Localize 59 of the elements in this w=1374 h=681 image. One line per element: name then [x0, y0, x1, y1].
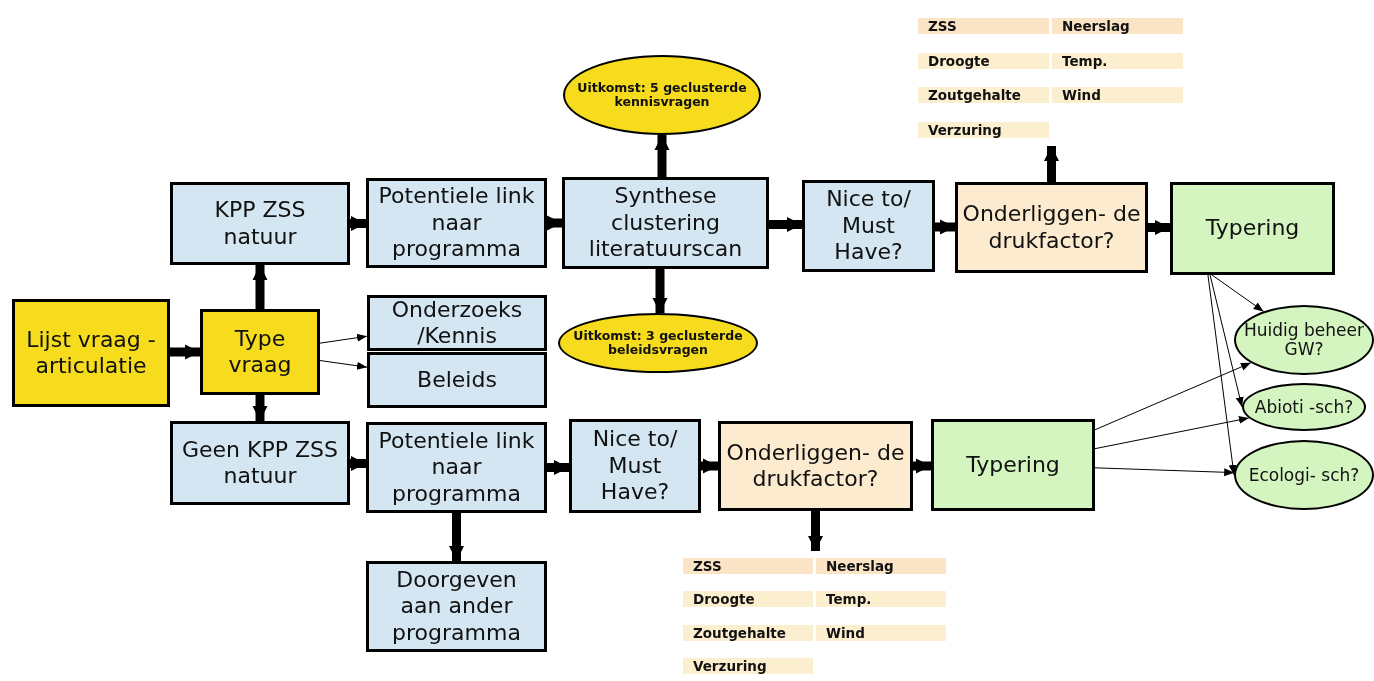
outcome-ellipse: Ecologi- sch? — [1234, 440, 1374, 510]
arrow — [350, 215, 366, 232]
table-cell: Verzuring — [683, 657, 813, 674]
arrow — [546, 215, 562, 231]
table-cell: Verzuring — [918, 122, 1049, 139]
arrow — [913, 458, 931, 474]
process-box: Onderliggen- de drukfactor? — [955, 182, 1148, 273]
arrow — [1211, 274, 1265, 312]
process-box: Potentiele link naar programma — [366, 422, 547, 513]
arrow — [701, 458, 718, 474]
table-cell: Neerslag — [1052, 17, 1183, 34]
arrow — [252, 265, 268, 309]
table-cell: ZSS — [683, 558, 813, 575]
outcome-ellipse: Abioti -sch? — [1242, 383, 1366, 431]
table-cell: Temp. — [816, 591, 946, 608]
arrow — [1148, 219, 1170, 236]
arrow — [350, 455, 366, 472]
process-box: Potentiele link naar programma — [366, 178, 547, 268]
arrow — [319, 360, 368, 370]
process-box: Typering — [1170, 182, 1335, 275]
arrow — [1043, 146, 1060, 182]
table-cell: Wind — [816, 624, 946, 641]
arrow — [652, 269, 668, 313]
arrow — [448, 513, 465, 561]
process-box: Beleids — [367, 352, 547, 408]
arrow — [654, 135, 670, 177]
arrow — [769, 216, 802, 233]
arrow — [1094, 416, 1250, 450]
arrow — [170, 344, 200, 360]
arrow — [1094, 467, 1235, 477]
outcome-ellipse: Uitkomst: 3 geclusterde beleidsvragen — [558, 313, 758, 373]
table-cell: ZSS — [918, 17, 1049, 34]
process-box: Synthese clustering literatuurscan — [562, 177, 769, 269]
table-cell: Droogte — [918, 52, 1049, 69]
table-cell: Droogte — [683, 591, 813, 608]
process-box: Onderliggen- de drukfactor? — [718, 421, 913, 511]
process-box: Geen KPP ZSS natuur — [170, 421, 350, 505]
process-box: Typering — [931, 419, 1095, 511]
decision-box: Nice to/ Must Have? — [802, 180, 935, 272]
process-box: Onderzoeks /Kennis — [367, 295, 547, 351]
start-box: Lijst vraag - articulatie — [12, 299, 170, 407]
process-box: Type vraag — [200, 309, 320, 395]
arrow — [1209, 274, 1244, 408]
table-cell: Neerslag — [816, 558, 946, 575]
table-cell: Zoutgehalte — [683, 624, 813, 641]
arrow — [935, 219, 955, 235]
arrow — [547, 459, 569, 476]
process-box: Doorgeven aan ander programma — [366, 561, 547, 652]
process-box: KPP ZSS natuur — [170, 182, 350, 265]
outcome-ellipse: Uitkomst: 5 geclusterde kennisvragen — [563, 55, 761, 135]
arrow — [807, 511, 824, 551]
outcome-ellipse: Huidig beheer GW? — [1234, 305, 1374, 375]
table-cell: Zoutgehalte — [918, 87, 1049, 104]
decision-box: Nice to/ Must Have? — [569, 419, 701, 513]
arrow — [1094, 362, 1252, 431]
table-cell: Temp. — [1052, 52, 1183, 69]
arrow — [252, 395, 268, 421]
table-cell: Wind — [1052, 87, 1183, 104]
arrow — [319, 333, 368, 344]
